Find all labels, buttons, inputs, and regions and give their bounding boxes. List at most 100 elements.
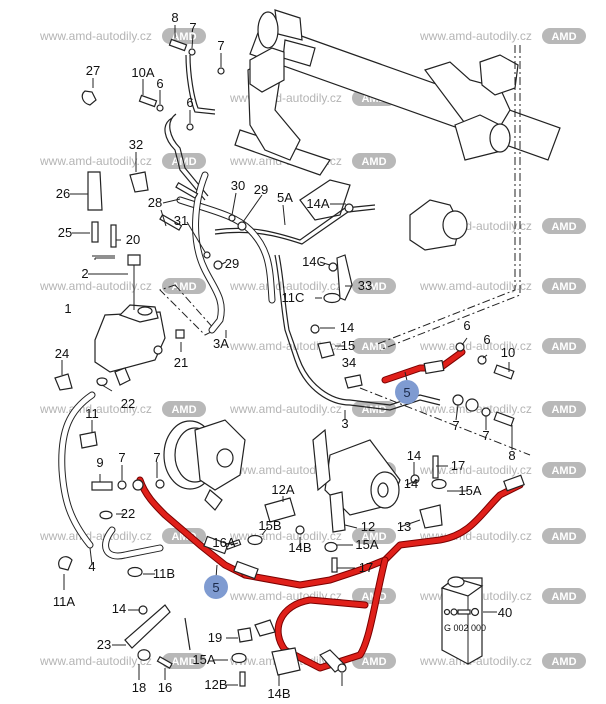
part-label-6: 6 (186, 95, 193, 110)
part-label-7: 7 (189, 20, 196, 35)
svg-text:AMD: AMD (361, 281, 386, 293)
svg-text:www.amd-autodily.cz: www.amd-autodily.cz (39, 402, 152, 416)
part-label-19: 19 (208, 630, 222, 645)
part-label-10: 10 (501, 345, 515, 360)
callout-label: 5 (212, 580, 219, 595)
pipe-lines (159, 45, 531, 456)
part-label-15a: 15A (458, 483, 481, 498)
part-label-14c: 14C (302, 254, 326, 269)
part-label-14b: 14B (267, 686, 290, 701)
part-label-17: 17 (451, 458, 465, 473)
svg-text:www.amd-autodily.cz: www.amd-autodily.cz (39, 279, 152, 293)
svg-text:AMD: AMD (551, 465, 576, 477)
svg-text:www.amd-autodily.cz: www.amd-autodily.cz (39, 654, 152, 668)
svg-text:AMD: AMD (171, 656, 196, 668)
part-label-16: 16 (158, 680, 172, 695)
amd-logo-icon (352, 278, 396, 294)
part-label-6: 6 (483, 332, 490, 347)
amd-logo-icon (542, 462, 586, 478)
part-label-14: 14 (407, 448, 421, 463)
part-label-29: 29 (225, 256, 239, 271)
callout-5-lower: 5 (204, 575, 228, 599)
svg-text:AMD: AMD (171, 31, 196, 43)
part-label-17: 17 (359, 560, 373, 575)
part-label-33: 33 (358, 278, 372, 293)
amd-logo-icon (352, 401, 396, 417)
amd-logo-icon (542, 401, 586, 417)
part-label-12b: 12B (204, 677, 227, 692)
watermark: www.amd-autodily.cz AMD (419, 338, 586, 354)
watermark: www.amd-autodily.cz AMD (39, 653, 206, 669)
part-label-6: 6 (156, 76, 163, 91)
part-label-14: 14 (112, 601, 126, 616)
amd-logo-icon (162, 278, 206, 294)
part-label-2: 2 (81, 266, 88, 281)
part-label-16a: 16A (212, 535, 235, 550)
part-label-21: 21 (174, 355, 188, 370)
part-label-10a: 10A (131, 65, 154, 80)
amd-logo-icon (162, 153, 206, 169)
svg-text:www.amd-autodily.cz: www.amd-autodily.cz (229, 463, 342, 477)
svg-text:AMD: AMD (551, 281, 576, 293)
part-label-3a: 3A (213, 336, 229, 351)
pressure-hose-highlighted (136, 348, 525, 672)
part-label-8: 8 (508, 448, 515, 463)
svg-text:www.amd-autodily.cz: www.amd-autodily.cz (419, 279, 532, 293)
amd-logo-icon (162, 401, 206, 417)
part-label-9: 9 (96, 455, 103, 470)
oil-can: G 002 000 (440, 576, 486, 665)
svg-text:www.amd-autodily.cz: www.amd-autodily.cz (229, 529, 342, 543)
svg-text:AMD: AMD (551, 404, 576, 416)
watermark: www.amd-autodily.cz AMD (419, 278, 586, 294)
part-label-3: 3 (341, 416, 348, 431)
svg-text:www.amd-autodily.cz: www.amd-autodily.cz (419, 339, 532, 353)
amd-logo-icon (542, 528, 586, 544)
svg-text:AMD: AMD (551, 656, 576, 668)
hoses (58, 171, 276, 560)
watermark: www.amd-autodily.cz AMD (229, 278, 396, 294)
part-label-14b: 14B (288, 540, 311, 555)
oil-can-code: G 002 000 (444, 623, 486, 633)
part-label-1: 1 (64, 301, 71, 316)
svg-text:www.amd-autodily.cz: www.amd-autodily.cz (39, 154, 152, 168)
part-label-25: 25 (58, 225, 72, 240)
svg-text:AMD: AMD (361, 404, 386, 416)
cooler-cylinder (312, 428, 401, 516)
part-label-26: 26 (56, 186, 70, 201)
part-label-7: 7 (217, 38, 224, 53)
part-label-24: 24 (55, 346, 69, 361)
part-label-6: 6 (463, 318, 470, 333)
part-label-15a: 15A (192, 652, 215, 667)
svg-text:AMD: AMD (361, 656, 386, 668)
part-label-11b: 11B (153, 566, 175, 581)
part-label-22: 22 (121, 506, 135, 521)
part-label-11: 11 (85, 406, 99, 421)
svg-text:www.amd-autodily.cz: www.amd-autodily.cz (229, 339, 342, 353)
svg-text:AMD: AMD (551, 221, 576, 233)
part-label-32: 32 (129, 137, 143, 152)
amd-logo-icon (542, 278, 586, 294)
amd-logo-icon (542, 218, 586, 234)
svg-text:AMD: AMD (551, 591, 576, 603)
part-label-7: 7 (482, 428, 489, 443)
svg-text:www.amd-autodily.cz: www.amd-autodily.cz (39, 529, 152, 543)
part-label-12a: 12A (271, 482, 294, 497)
part-label-20: 20 (126, 232, 140, 247)
part-label-22: 22 (121, 396, 135, 411)
part-label-28: 28 (148, 195, 162, 210)
leader-lines (61, 25, 513, 686)
svg-text:AMD: AMD (551, 341, 576, 353)
svg-text:www.amd-autodily.cz: www.amd-autodily.cz (229, 279, 342, 293)
part-label-7: 7 (452, 418, 459, 433)
